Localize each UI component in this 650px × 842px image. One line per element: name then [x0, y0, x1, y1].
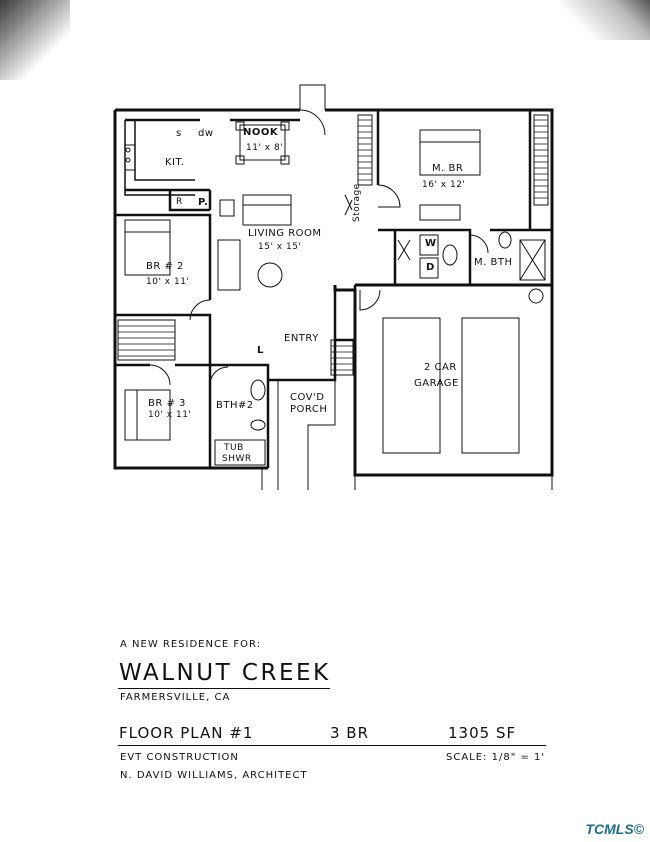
garage-label-line2: GARAGE [414, 378, 459, 389]
tub [214, 439, 266, 466]
door-front [299, 84, 326, 136]
dryer [419, 257, 439, 279]
mbath-sink [442, 244, 458, 266]
dryer-label: D [426, 262, 435, 273]
master-closet-right [533, 114, 549, 206]
washer [419, 234, 439, 256]
bedroom-2-dimensions: 10' x 11' [146, 277, 190, 287]
interior-walls [115, 110, 552, 468]
washer-label: W [425, 238, 437, 249]
bedroom-3-dimensions: 10' x 11' [148, 410, 192, 420]
master-bedroom-dimensions: 16' x 12' [422, 180, 466, 190]
bath-2-label: BTH#2 [216, 400, 254, 411]
garage-apron [354, 475, 553, 490]
bedroom-count: 3 BR [330, 724, 370, 742]
exterior-wall-left [113, 110, 268, 470]
door-master [377, 184, 401, 208]
storage-label: Storage [352, 183, 362, 222]
architect-name: N. DAVID WILLIAMS, ARCHITECT [120, 770, 308, 781]
garage-label-line1: 2 CAR [424, 362, 457, 373]
entry-label: ENTRY [284, 333, 319, 344]
builder-name: EVT CONSTRUCTION [120, 752, 239, 763]
garage-car-right [461, 317, 520, 454]
scan-shadow-left [0, 0, 70, 80]
living-room-label: LIVING ROOM [248, 228, 322, 239]
plan-name: FLOOR PLAN #1 [119, 724, 254, 742]
door-garage [359, 289, 381, 311]
kitchen-sink-label: s [176, 128, 182, 139]
scan-shadow-right [560, 0, 650, 40]
nook-label: NOOK [243, 127, 279, 138]
entry-closet [330, 339, 354, 376]
dishwasher-label: dw [198, 128, 214, 139]
drawing-scale: SCALE: 1/8" = 1' [446, 752, 546, 763]
nook-table [239, 124, 286, 161]
garage-car-left [382, 317, 441, 454]
water-heater [528, 288, 544, 304]
side-table [219, 199, 235, 217]
stove [124, 144, 136, 171]
plan-name-underline [118, 745, 546, 746]
porch-label-line1: COV'D [290, 392, 325, 403]
door-br3 [149, 364, 171, 386]
project-name-underline [118, 688, 330, 689]
shower-label: SHWR [222, 454, 252, 464]
living-room-dimensions: 15' x 15' [258, 242, 302, 252]
pantry-label: P. [198, 197, 209, 208]
br3-closet [117, 319, 176, 361]
door-mbath [469, 234, 489, 254]
living-chair [217, 239, 241, 291]
mbath-toilet [498, 231, 512, 249]
project-location: FARMERSVILLE, CA [120, 692, 231, 703]
mls-watermark: TCMLS© [585, 821, 644, 837]
door-storage [344, 194, 353, 216]
shower [519, 239, 546, 281]
bedroom-2-label: BR # 2 [146, 261, 184, 272]
project-name: WALNUT CREEK [119, 660, 331, 686]
nook-dimensions: 11' x 8' [246, 143, 284, 153]
master-bedroom-label: M. BR [432, 163, 464, 174]
kitchen-label: KIT. [165, 157, 185, 168]
master-bath-label: M. BTH [474, 257, 513, 268]
master-dresser [419, 204, 461, 221]
door-bath2 [209, 366, 229, 386]
bath2-toilet [250, 419, 266, 431]
bedroom-3-label: BR # 3 [148, 398, 186, 409]
living-sofa [242, 194, 292, 226]
refrigerator-label: R [176, 197, 183, 207]
tub-label: TUB [224, 443, 244, 453]
living-round-table [257, 262, 283, 288]
porch-label-line2: PORCH [290, 404, 328, 415]
door-laundry [397, 239, 411, 261]
square-footage: 1305 SF [448, 724, 517, 742]
closet-hatch [118, 119, 548, 371]
linen-closet-label: L [257, 345, 264, 356]
porch-edge [261, 380, 336, 490]
bath2-sink [250, 379, 266, 401]
door-br2 [189, 299, 211, 321]
residence-for-caption: A NEW RESIDENCE FOR: [120, 639, 262, 650]
